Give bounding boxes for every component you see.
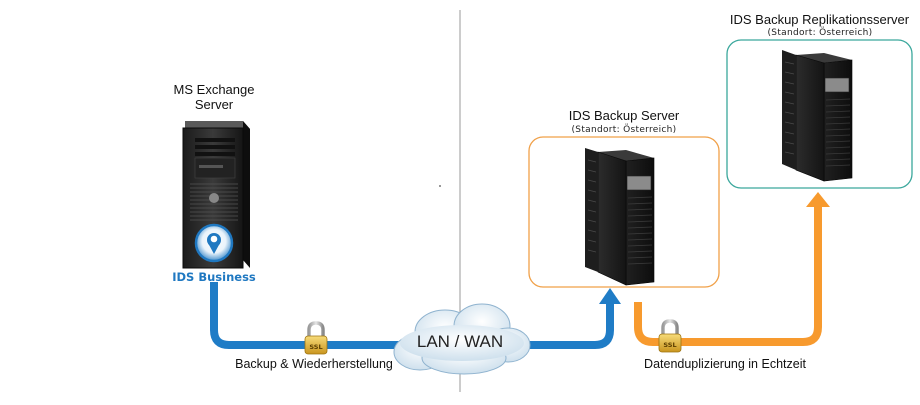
backup-server-title: IDS Backup Server bbox=[568, 108, 680, 123]
blue-connection bbox=[210, 282, 621, 349]
orange-flow-label: Datenduplizierung in Echtzeit bbox=[644, 357, 806, 371]
exchange-server-title: MS Exchange Server bbox=[164, 82, 264, 112]
ssl-lock-icon bbox=[658, 319, 682, 353]
orange-connection bbox=[634, 192, 830, 346]
vent-grille bbox=[190, 183, 238, 221]
ssl-lock-label: SSL bbox=[309, 343, 322, 351]
replication-rack-icon bbox=[782, 50, 853, 182]
cloud-icon bbox=[393, 303, 531, 375]
orange-arrow-head bbox=[806, 192, 830, 207]
ssl-lock-icon bbox=[304, 321, 328, 355]
exchange-title-line1: MS Exchange bbox=[173, 82, 255, 97]
ids-badge-icon bbox=[194, 223, 234, 263]
backup-rack-icon bbox=[585, 148, 655, 286]
tower-server-icon bbox=[182, 121, 250, 269]
replication-server-title: IDS Backup Replikationsserver bbox=[729, 12, 910, 27]
blue-flow-label: Backup & Wiederherstellung bbox=[235, 357, 393, 371]
backup-server-location: (Standort: Österreich) bbox=[571, 125, 677, 135]
dot-marker bbox=[439, 185, 441, 187]
replication-server-location: (Standort: Österreich) bbox=[767, 28, 873, 38]
blue-arrow-head bbox=[599, 288, 621, 304]
ssl-lock-label: SSL bbox=[663, 341, 676, 349]
cloud-label: LAN / WAN bbox=[416, 332, 504, 351]
exchange-title-line2: Server bbox=[194, 97, 234, 112]
ids-business-label: IDS Business bbox=[172, 270, 256, 284]
